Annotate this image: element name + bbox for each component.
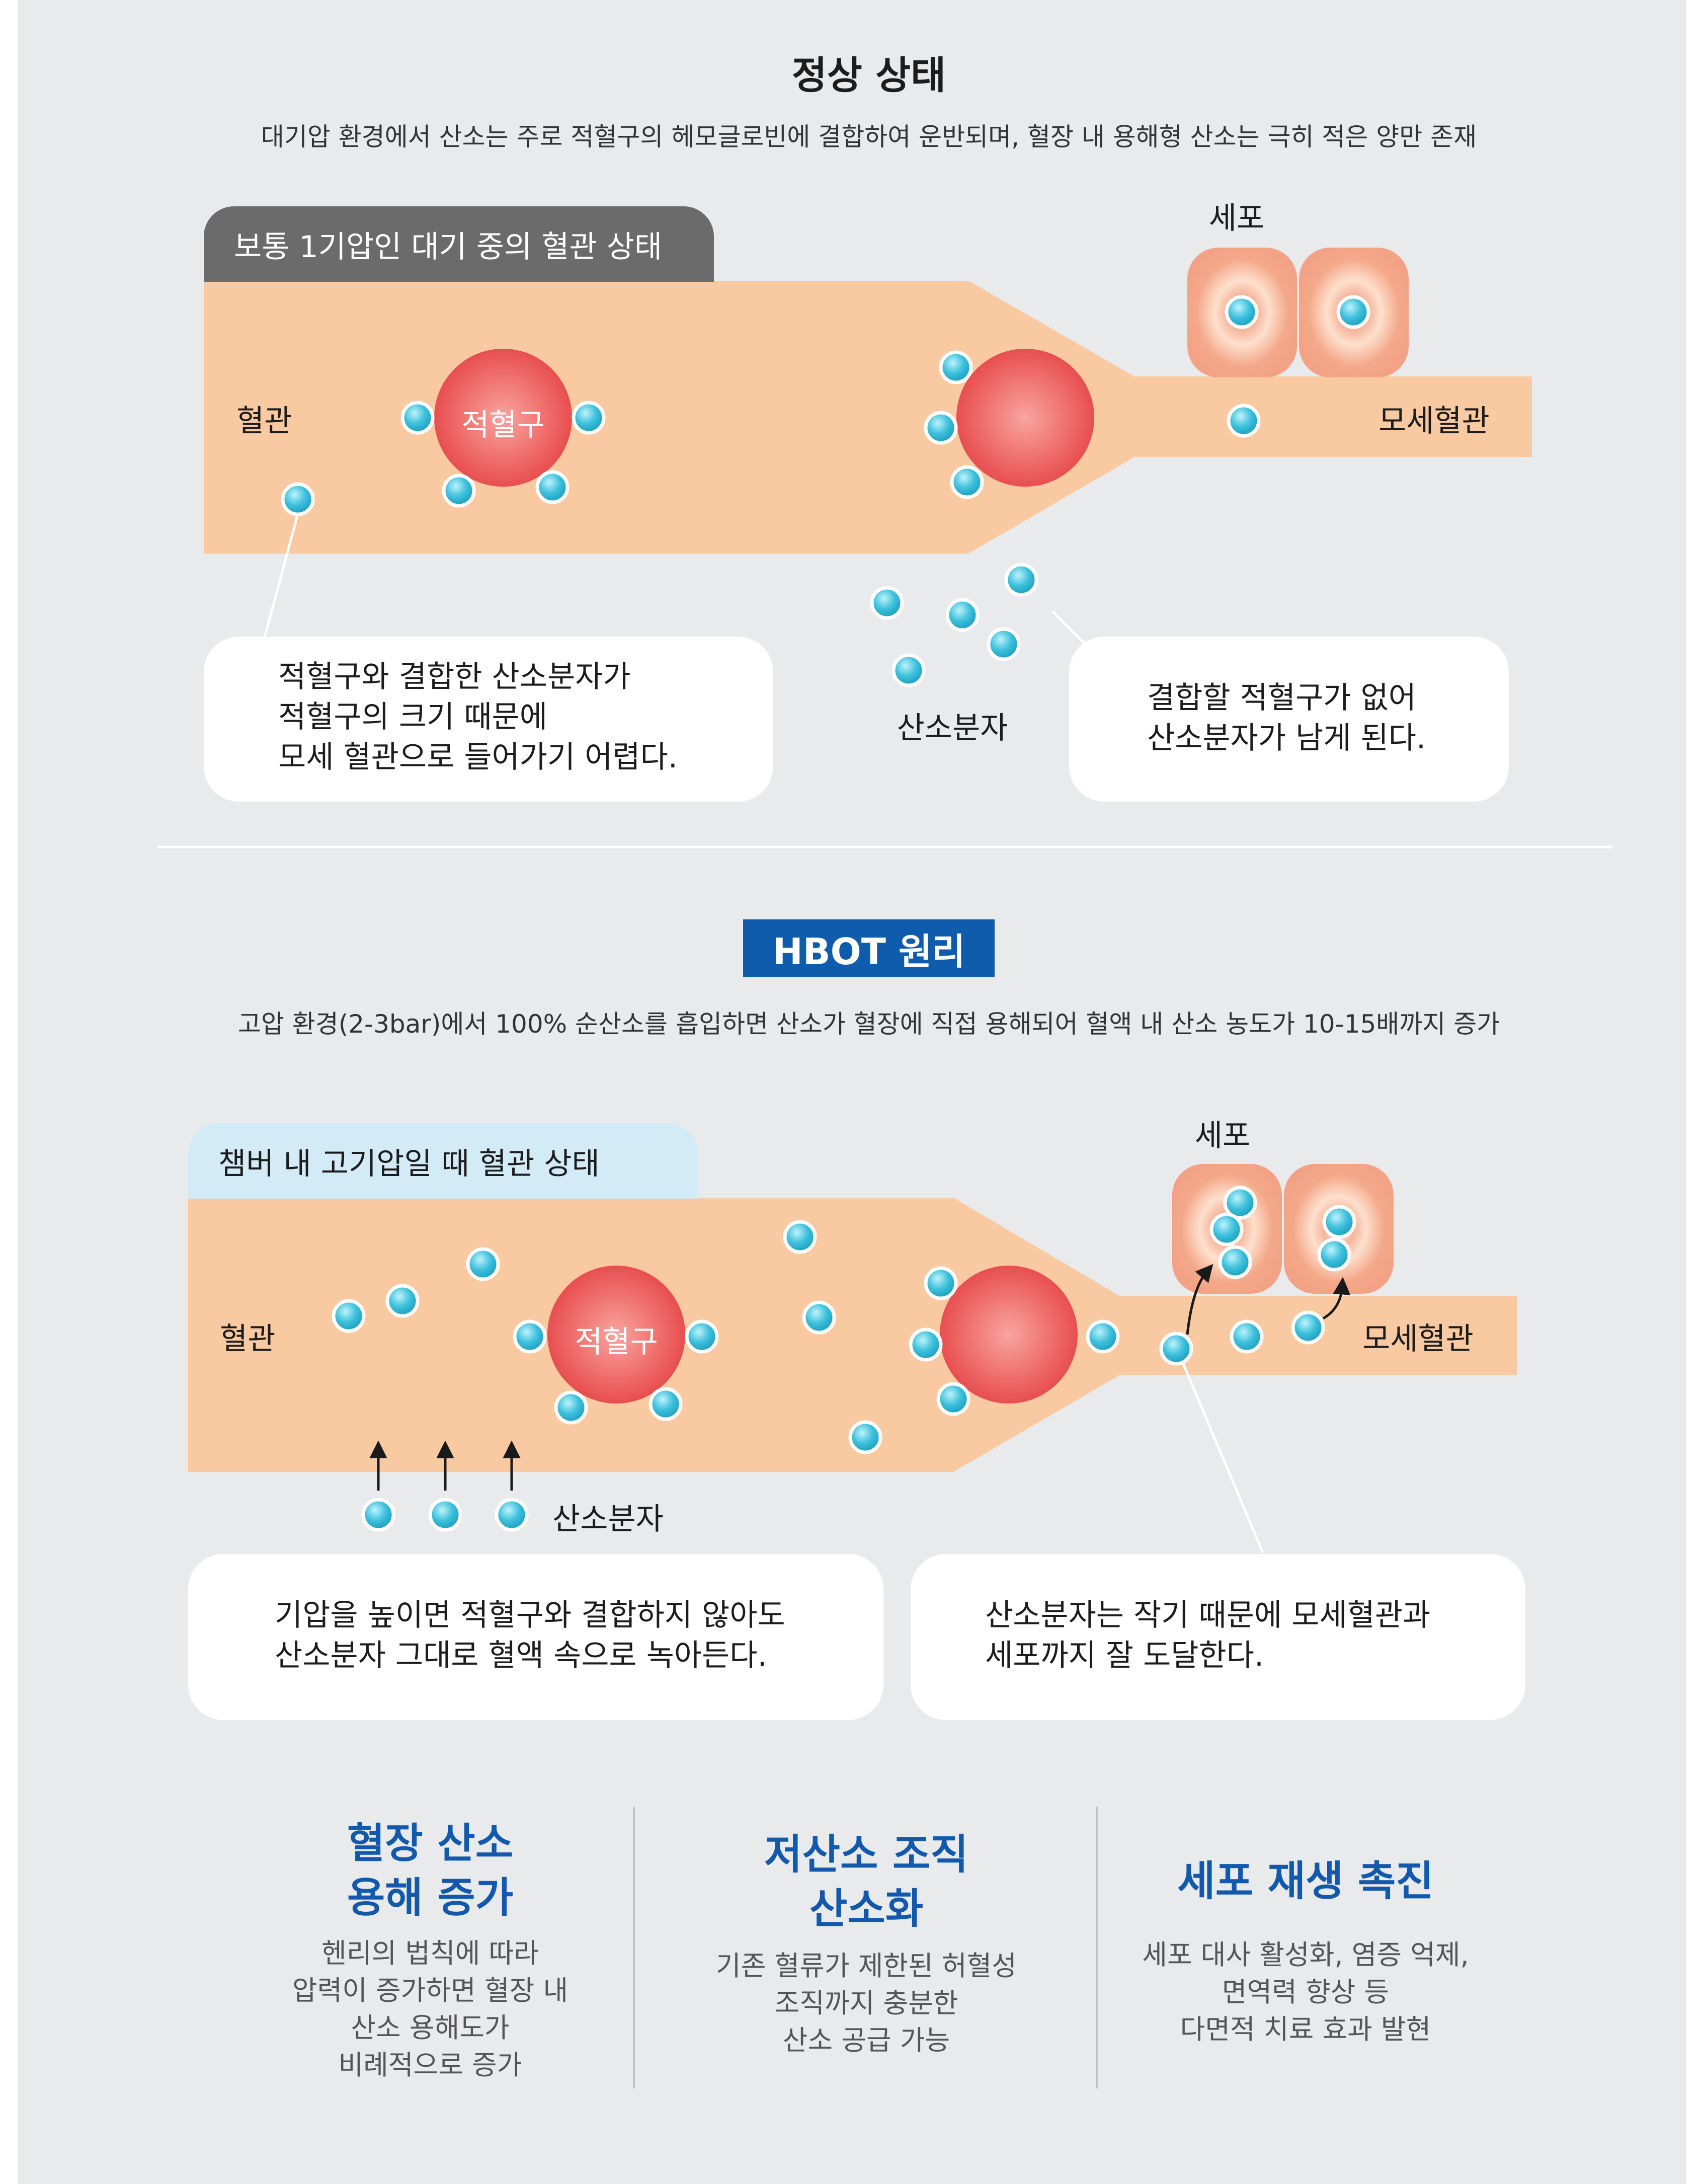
capillary-label-hbot: 모세혈관: [1362, 1321, 1474, 1357]
hbot-badge: HBOT 원리: [743, 919, 995, 977]
section-title-normal: 정상 상태: [791, 53, 946, 98]
rbc-hbot-1: [547, 1266, 685, 1403]
benefit-desc-2: 기존 혈류가 제한된 허혈성 조직까지 충분한 산소 공급 가능: [716, 1950, 1017, 2056]
rbc-normal-2: [956, 349, 1094, 487]
pointer-line-normal-right: [1051, 610, 1089, 648]
vessel-label-normal: 혈관: [236, 404, 292, 439]
tab-hbot-state: 챔버 내 고기압일 때 혈관 상태: [188, 1123, 698, 1199]
oxygen-label-normal: 산소분자: [897, 711, 1008, 746]
cell-label-hbot: 세포: [1194, 1118, 1251, 1153]
rbc-normal-1: [434, 349, 572, 487]
cell-label-normal: 세포: [1208, 201, 1265, 236]
section-subtitle-hbot: 고압 환경(2-3bar)에서 100% 순산소를 흡입하면 산소가 혈장에 직…: [237, 1009, 1500, 1039]
benefit-title-1: 혈장 산소 용해 증가: [347, 1820, 514, 1922]
callout-normal-right: 결합할 적혈구가 없어 산소분자가 남게 된다.: [1069, 637, 1509, 802]
callout-hbot-left: 기압을 높이면 적혈구와 결합하지 않아도 산소분자 그대로 혈액 속으로 녹아…: [188, 1554, 883, 1720]
benefit-title-2: 저산소 조직 산소화: [764, 1831, 968, 1933]
benefit-desc-3: 세포 대사 활성화, 염증 억제, 면역력 향상 등 다면적 치료 효과 발현: [1142, 1939, 1469, 2045]
tab-normal-label: 보통 1기압인 대기 중의 혈관 상태: [234, 229, 663, 265]
benefit-title-3: 세포 재생 촉진: [1177, 1857, 1434, 1905]
rbc-hbot-2: [940, 1266, 1078, 1403]
oxygen-molecules-hbot: [332, 1186, 1356, 1532]
pointer-line-hbot-right: [1176, 1349, 1264, 1553]
rbc-label-normal: 적혈구: [461, 408, 545, 443]
vessel-hbot: [188, 1198, 1517, 1472]
callout-hbot-right: 산소분자는 작기 때문에 모세혈관과 세포까지 잘 도달한다.: [911, 1554, 1525, 1720]
vessel-label-hbot: 혈관: [220, 1321, 276, 1357]
tab-normal-state: 보통 1기압인 대기 중의 혈관 상태: [204, 206, 714, 282]
callout-normal-left: 적혈구와 결합한 산소분자가 적혈구의 크기 때문에 모세 혈관으로 들어가기 …: [204, 637, 773, 802]
rbc-label-hbot: 적혈구: [575, 1324, 658, 1360]
pointer-line-normal-left: [263, 508, 301, 640]
oxygen-molecules-normal: [281, 295, 1370, 687]
capillary-label-normal: 모세혈관: [1378, 404, 1490, 439]
hbot-badge-label: HBOT 원리: [772, 930, 965, 973]
benefit-desc-1: 헨리의 법칙에 따라 압력이 증가하면 혈장 내 산소 용해도가 비례적으로 증…: [292, 1937, 569, 2081]
section-subtitle-normal: 대기압 환경에서 산소는 주로 적혈구의 헤모글로빈에 결합하여 운반되며, 혈…: [261, 122, 1477, 151]
oxygen-label-hbot: 산소분자: [552, 1502, 664, 1537]
upward-arrows: [369, 1264, 1351, 1491]
tab-hbot-label: 챔버 내 고기압일 때 혈관 상태: [218, 1146, 600, 1182]
